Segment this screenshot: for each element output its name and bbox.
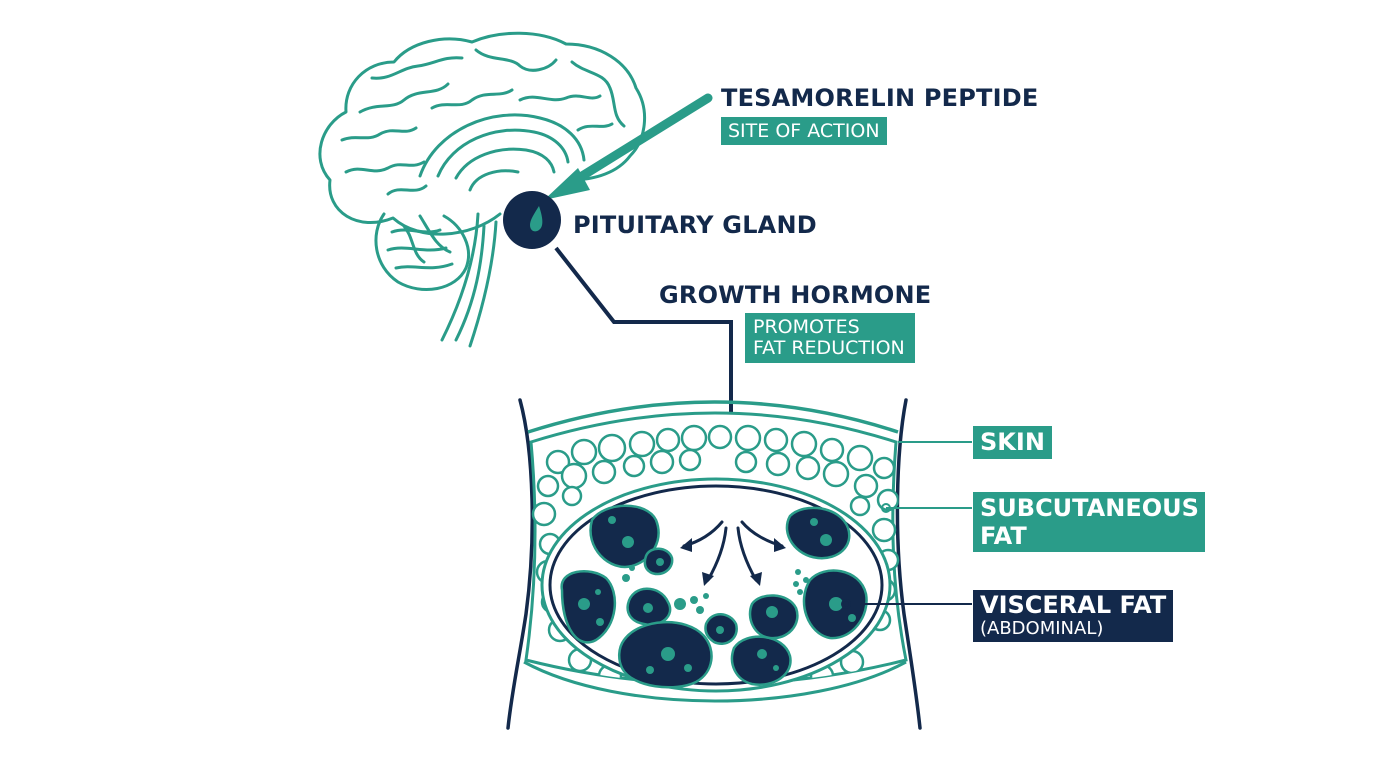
brain-outline-icon <box>318 31 647 348</box>
fat-droplet <box>622 574 630 582</box>
fat-droplet <box>696 606 704 614</box>
fat-droplet <box>848 614 856 622</box>
fat-droplet <box>716 626 724 634</box>
subcutaneous-fat-cell <box>649 449 675 475</box>
subcutaneous-line-1: SUBCUTANEOUS <box>980 494 1199 522</box>
promotes-fat-reduction-tag: PROMOTES FAT REDUCTION <box>745 313 915 363</box>
subcutaneous-fat-cell <box>678 448 702 472</box>
subcutaneous-fat-cell <box>536 474 560 498</box>
fat-droplet <box>795 569 801 575</box>
subcutaneous-fat-cell <box>849 495 871 517</box>
subcutaneous-fat-cell <box>819 437 845 463</box>
subcutaneous-fat-cell <box>822 460 850 488</box>
fat-droplet <box>656 558 664 566</box>
site-of-action-tag: SITE OF ACTION <box>721 117 887 145</box>
subcutaneous-fat-cell <box>795 455 821 481</box>
fat-cell-icon <box>730 635 792 686</box>
subcutaneous-fat-cell <box>790 430 818 458</box>
fat-droplet <box>646 666 654 674</box>
fat-droplet <box>766 606 778 618</box>
fat-droplet <box>629 565 635 571</box>
subcutaneous-fat-cell <box>560 462 588 490</box>
fat-droplet <box>578 598 590 610</box>
dispersal-arrowheads <box>680 538 786 586</box>
fat-cell-icon <box>785 506 851 560</box>
subcutaneous-fat-cell <box>680 424 708 452</box>
tesamorelin-arrow <box>544 93 713 200</box>
subcutaneous-fat-cell <box>531 501 557 527</box>
subcutaneous-fat-cell <box>853 473 879 499</box>
tesamorelin-title: TESAMORELIN PEPTIDE <box>721 84 1039 112</box>
fat-droplet <box>643 603 653 613</box>
fat-droplet <box>622 536 634 548</box>
fat-droplet <box>661 647 675 661</box>
subcutaneous-fat-cell <box>655 427 681 453</box>
fat-droplet <box>703 593 709 599</box>
subcutaneous-fat-label: SUBCUTANEOUS FAT <box>973 492 1205 552</box>
pituitary-gland-icon <box>503 191 561 249</box>
fat-droplet <box>684 664 692 672</box>
subcutaneous-fat-cell <box>707 424 733 450</box>
label-leader-lines <box>841 441 972 609</box>
growth-hormone-label: GROWTH HORMONE <box>659 281 932 309</box>
subcutaneous-fat-cell <box>765 451 791 477</box>
subcutaneous-fat-cell <box>597 433 627 463</box>
subcutaneous-fat-cell <box>734 424 762 452</box>
subcutaneous-fat-cell <box>561 485 583 507</box>
fat-droplet <box>690 596 698 604</box>
subcutaneous-fat-cell <box>763 427 789 453</box>
fat-droplet <box>674 598 686 610</box>
fat-droplet <box>803 577 809 583</box>
subcutaneous-fat-cell <box>872 456 896 480</box>
visceral-line-2: (ABDOMINAL) <box>980 618 1104 639</box>
promotes-line-1: PROMOTES <box>753 316 860 338</box>
subcutaneous-fat-cell <box>622 454 646 478</box>
visceral-fat-label: VISCERAL FAT (ABDOMINAL) <box>973 590 1173 642</box>
visceral-line-1: VISCERAL FAT <box>980 591 1167 619</box>
fat-droplet <box>793 581 799 587</box>
skin-label: SKIN <box>973 426 1052 459</box>
fat-droplet <box>608 516 616 524</box>
fat-droplet <box>797 589 803 595</box>
subcutaneous-line-2: FAT <box>980 522 1027 550</box>
fat-droplet <box>773 665 779 671</box>
fat-droplet <box>757 649 767 659</box>
fat-droplet <box>595 589 601 595</box>
fat-droplet <box>820 534 832 546</box>
promotes-line-2: FAT REDUCTION <box>753 337 905 359</box>
fat-droplet <box>810 518 818 526</box>
subcutaneous-fat-cell <box>846 444 874 472</box>
fat-droplet <box>596 618 604 626</box>
pituitary-gland-label: PITUITARY GLAND <box>573 211 817 239</box>
subcutaneous-fat-cell <box>570 438 598 466</box>
subcutaneous-fat-cell <box>591 459 617 485</box>
subcutaneous-fat-cell <box>871 517 897 543</box>
subcutaneous-fat-cell <box>734 450 758 474</box>
subcutaneous-fat-cell <box>545 449 571 475</box>
fat-droplet <box>829 597 843 611</box>
fat-droplets <box>578 516 856 674</box>
subcutaneous-fat-cell <box>628 430 656 458</box>
